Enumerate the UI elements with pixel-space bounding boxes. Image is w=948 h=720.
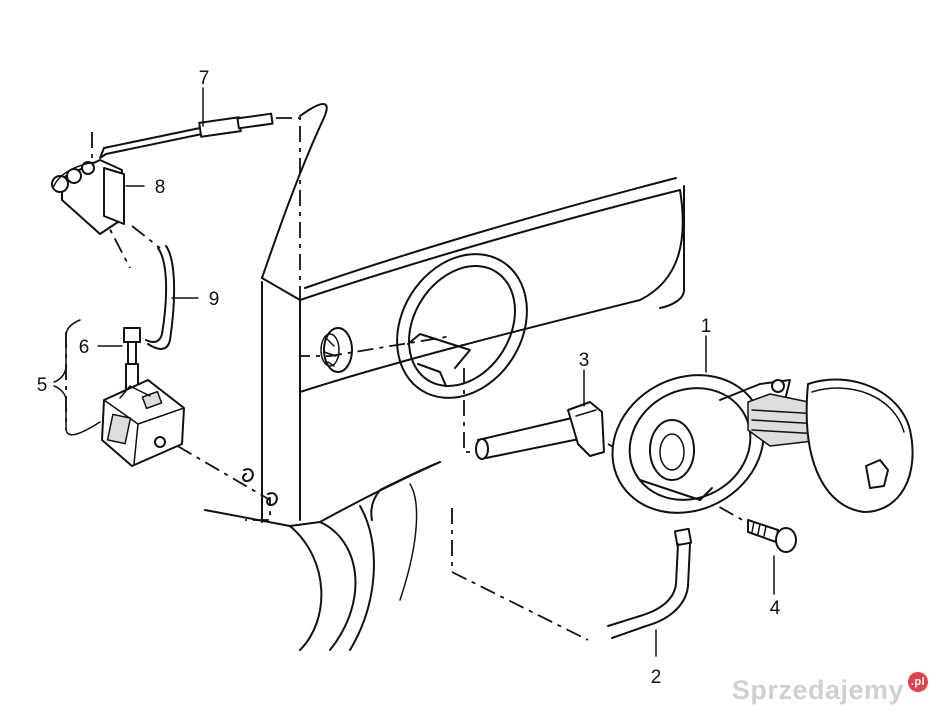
release-cable: [99, 112, 274, 159]
car-body-panel: [204, 103, 685, 651]
cable-bracket: [51, 159, 125, 235]
part-label-9: 9: [209, 289, 220, 310]
small-clip: [242, 468, 278, 507]
watermark-badge: .pl: [908, 671, 928, 692]
part-label-8: 8: [155, 177, 166, 198]
leader-lines: [53, 87, 775, 657]
hose-spout: [475, 401, 605, 460]
part-labels: 1 2 3 4 5 6 7 8 9: [37, 68, 781, 688]
part-label-4: 4: [770, 598, 781, 619]
filler-opening-ring: [396, 253, 528, 399]
assembly-guide-lines: [65, 117, 747, 641]
filler-housing: [611, 374, 823, 514]
fuel-flap-door: [805, 378, 914, 513]
part-label-5: 5: [37, 375, 48, 396]
part-label-1: 1: [701, 316, 712, 337]
cable-hose: [145, 245, 176, 350]
part-label-2: 2: [651, 667, 662, 688]
drain-hose: [607, 527, 693, 639]
part-label-3: 3: [579, 350, 590, 371]
watermark-logo: Sprzedajemy .pl: [731, 671, 928, 706]
fixing-screw: [747, 519, 797, 553]
panel-grommet: [320, 327, 353, 373]
part-label-7: 7: [199, 68, 210, 89]
actuator-motor: [101, 327, 185, 467]
watermark-text: Sprzedajemy: [731, 675, 904, 705]
part-label-6: 6: [79, 337, 90, 358]
